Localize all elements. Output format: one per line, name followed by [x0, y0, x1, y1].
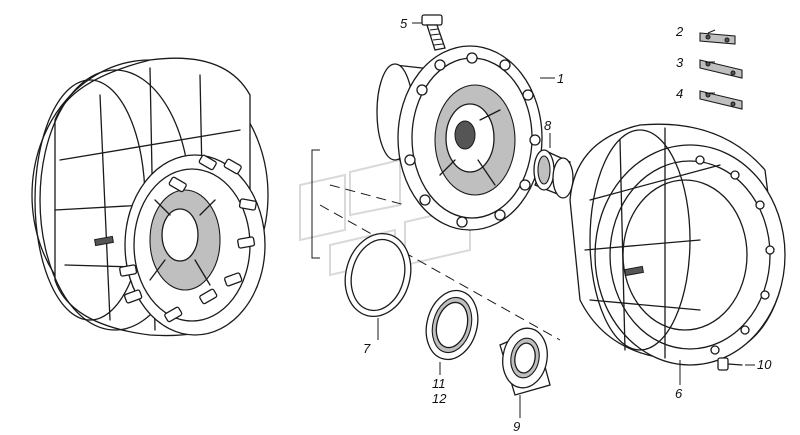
callout-labels: 1 2 3 4 5 6 7 8 9 10 11 12 — [363, 16, 772, 434]
callout-2: 2 — [675, 24, 684, 39]
callout-11: 11 — [432, 376, 446, 391]
callout-10: 10 — [757, 357, 772, 372]
locking-plates — [699, 32, 743, 110]
callout-1: 1 — [557, 71, 564, 86]
callout-7: 7 — [363, 341, 371, 356]
explosion-lines — [311, 149, 561, 341]
leader-lines — [377, 22, 755, 418]
stud-bolt — [421, 14, 446, 51]
retaining-screw — [717, 357, 743, 371]
bearing-outer-race — [533, 149, 574, 199]
callout-6: 6 — [675, 386, 683, 401]
brake-drum — [569, 123, 786, 366]
callout-8: 8 — [544, 118, 552, 133]
wheel-hub — [376, 45, 543, 231]
callout-3: 3 — [676, 55, 684, 70]
callout-12: 12 — [432, 391, 447, 406]
callout-4: 4 — [676, 86, 683, 101]
bearing-inner-cone — [499, 327, 551, 396]
callout-5: 5 — [400, 16, 408, 31]
seal-ring — [344, 232, 412, 318]
oil-seal — [425, 289, 479, 361]
hub-studs — [119, 154, 257, 323]
assembled-hub-drum — [31, 57, 269, 337]
callout-9: 9 — [513, 419, 520, 434]
